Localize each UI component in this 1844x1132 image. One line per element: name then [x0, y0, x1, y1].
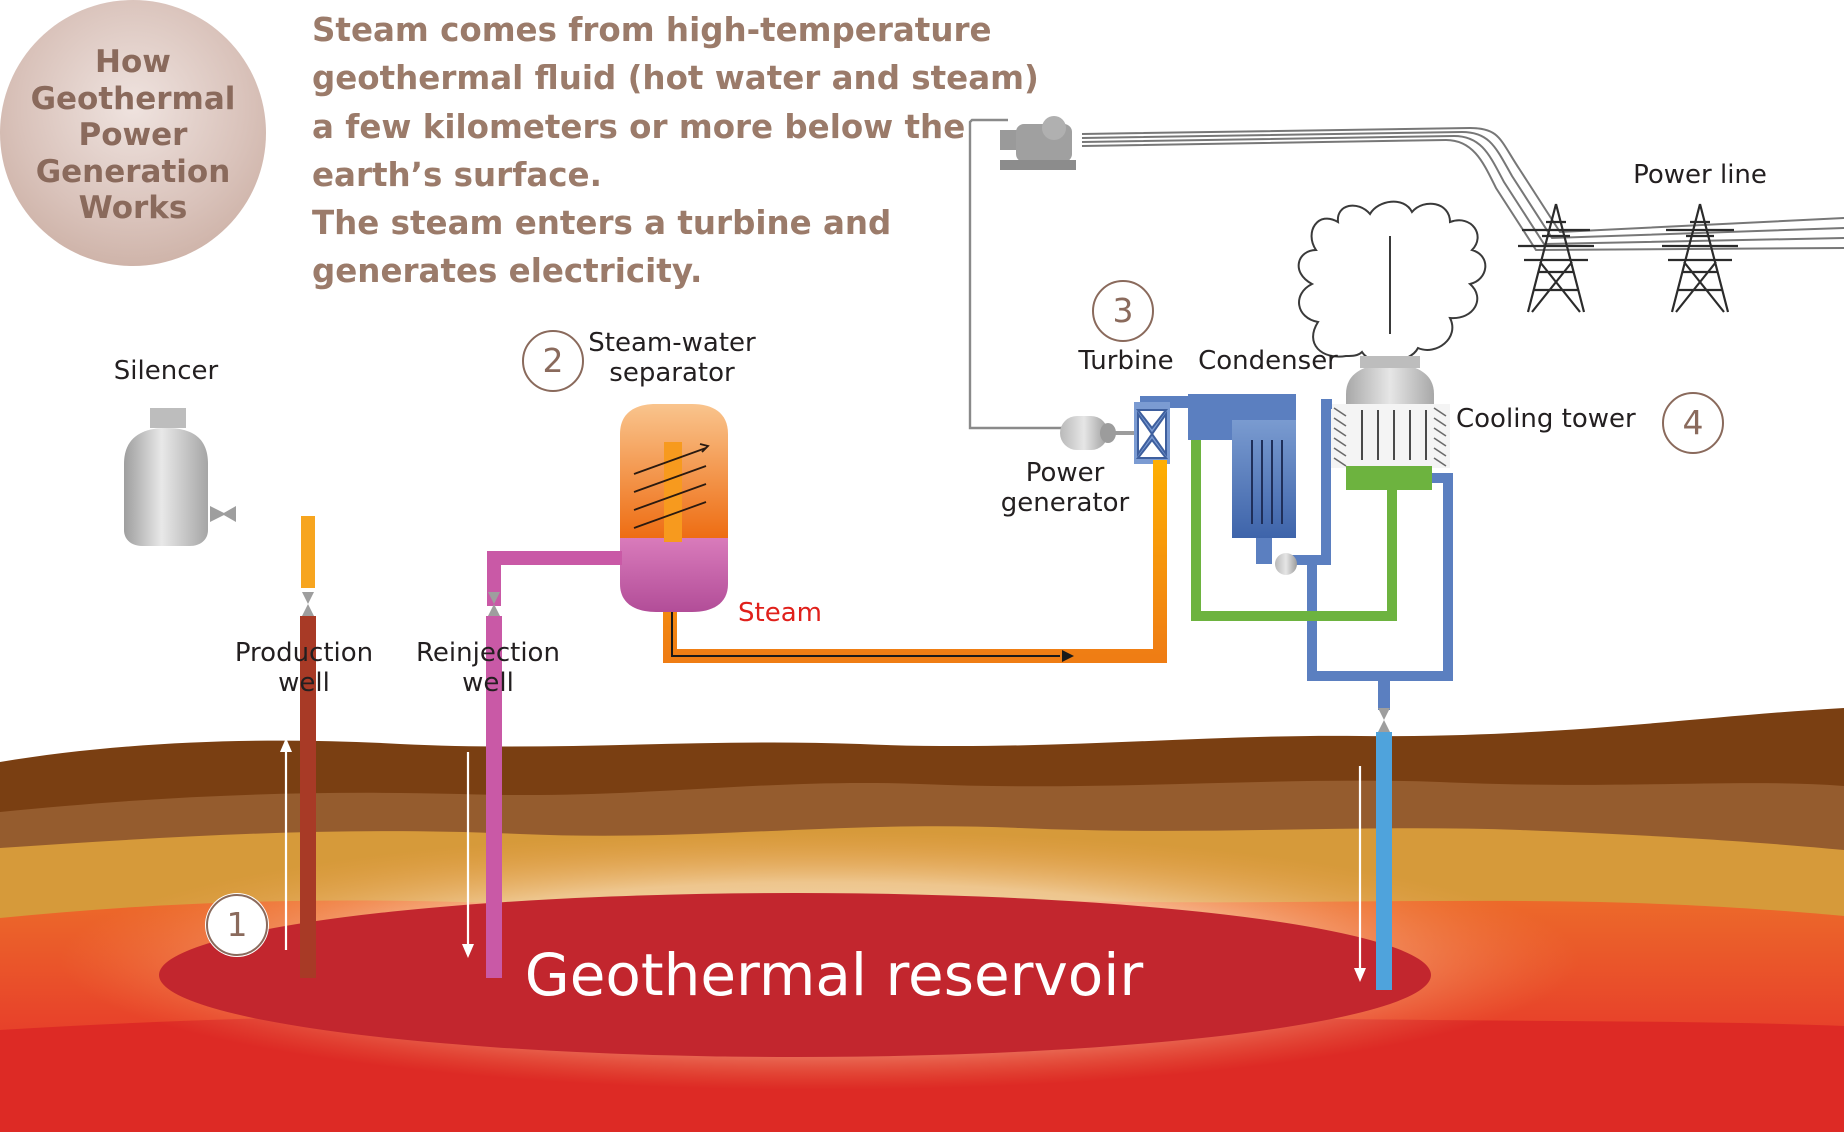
production-well-pipe: [300, 616, 316, 978]
power-line: [1081, 126, 1844, 252]
production-well-label-line: well: [278, 668, 330, 698]
condenser-label: Condenser: [1198, 346, 1338, 376]
turbine-icon: [1134, 402, 1170, 464]
pylon-icon: [1662, 203, 1738, 313]
pylon-icon: [1518, 203, 1594, 313]
page-title: How Geothermal Power Generation Works: [0, 44, 266, 227]
power-generator-label-line: Power: [1025, 458, 1105, 488]
steam-flow-arrow: [671, 590, 1060, 657]
power-generator-label-line: generator: [1000, 488, 1130, 518]
turbine-label: Turbine: [1078, 346, 1174, 376]
production-well-label-line: Production: [234, 638, 374, 668]
reservoir-label: Geothermal reservoir: [524, 941, 1144, 1009]
reinjection-well-pipe: [486, 616, 502, 978]
step-2-badge: 2: [522, 330, 584, 392]
valve-icon: [302, 592, 1390, 732]
power-line-label: Power line: [1633, 160, 1767, 190]
title-line: Generation: [35, 153, 231, 190]
title-badge: How Geothermal Power Generation Works: [0, 0, 266, 266]
step-3-badge: 3: [1092, 280, 1154, 342]
silencer-icon: [124, 408, 236, 546]
production-well-label: Production well: [226, 638, 382, 698]
reinjection-well-label: Reinjection well: [410, 638, 566, 698]
cooling-tower-label: Cooling tower: [1456, 404, 1636, 434]
title-line: Power: [78, 117, 188, 153]
power-generator-label: Power generator: [990, 458, 1140, 518]
steam-cloud-icon: [1297, 200, 1487, 364]
step-4-badge: 4: [1662, 392, 1724, 454]
separator-label-line: separator: [609, 358, 735, 388]
intro-text: Steam comes from high-temperature geothe…: [312, 6, 1072, 296]
intro-line: earth’s surface.: [312, 155, 602, 194]
transformer-icon: [1000, 116, 1076, 170]
title-line: Geothermal: [30, 80, 236, 117]
condenser: [1188, 394, 1297, 575]
steam-label: Steam: [738, 598, 822, 628]
intro-line: generates electricity.: [312, 252, 703, 291]
intro-line: The steam enters a turbine and: [312, 204, 892, 243]
generator-cable: [968, 118, 1062, 430]
flow-arrows: [280, 738, 1366, 982]
separator-label-line: Steam-water: [588, 328, 756, 358]
intro-line: geothermal fluid (hot water and steam): [312, 59, 1039, 98]
title-line: Works: [78, 190, 188, 226]
step-1-badge: 1: [206, 894, 268, 956]
cooling-tower: [1330, 356, 1450, 490]
power-generator-icon: [1060, 416, 1134, 450]
reinjection-return-pipe: [1376, 732, 1392, 990]
intro-line: a few kilometers or more below the: [312, 107, 966, 146]
reinjection-well-label-line: Reinjection: [416, 638, 560, 668]
geothermal-reservoir: [159, 893, 1431, 1057]
reinjection-well-label-line: well: [462, 668, 514, 698]
reinjection-pipes: [487, 551, 622, 606]
intro-line: Steam comes from high-temperature: [312, 11, 992, 49]
separator-label: Steam-water separator: [580, 328, 764, 388]
ground-layers: [0, 708, 1844, 1132]
steam-water-separator: [620, 404, 728, 612]
title-line: How: [95, 44, 171, 80]
silencer-label: Silencer: [113, 356, 219, 386]
